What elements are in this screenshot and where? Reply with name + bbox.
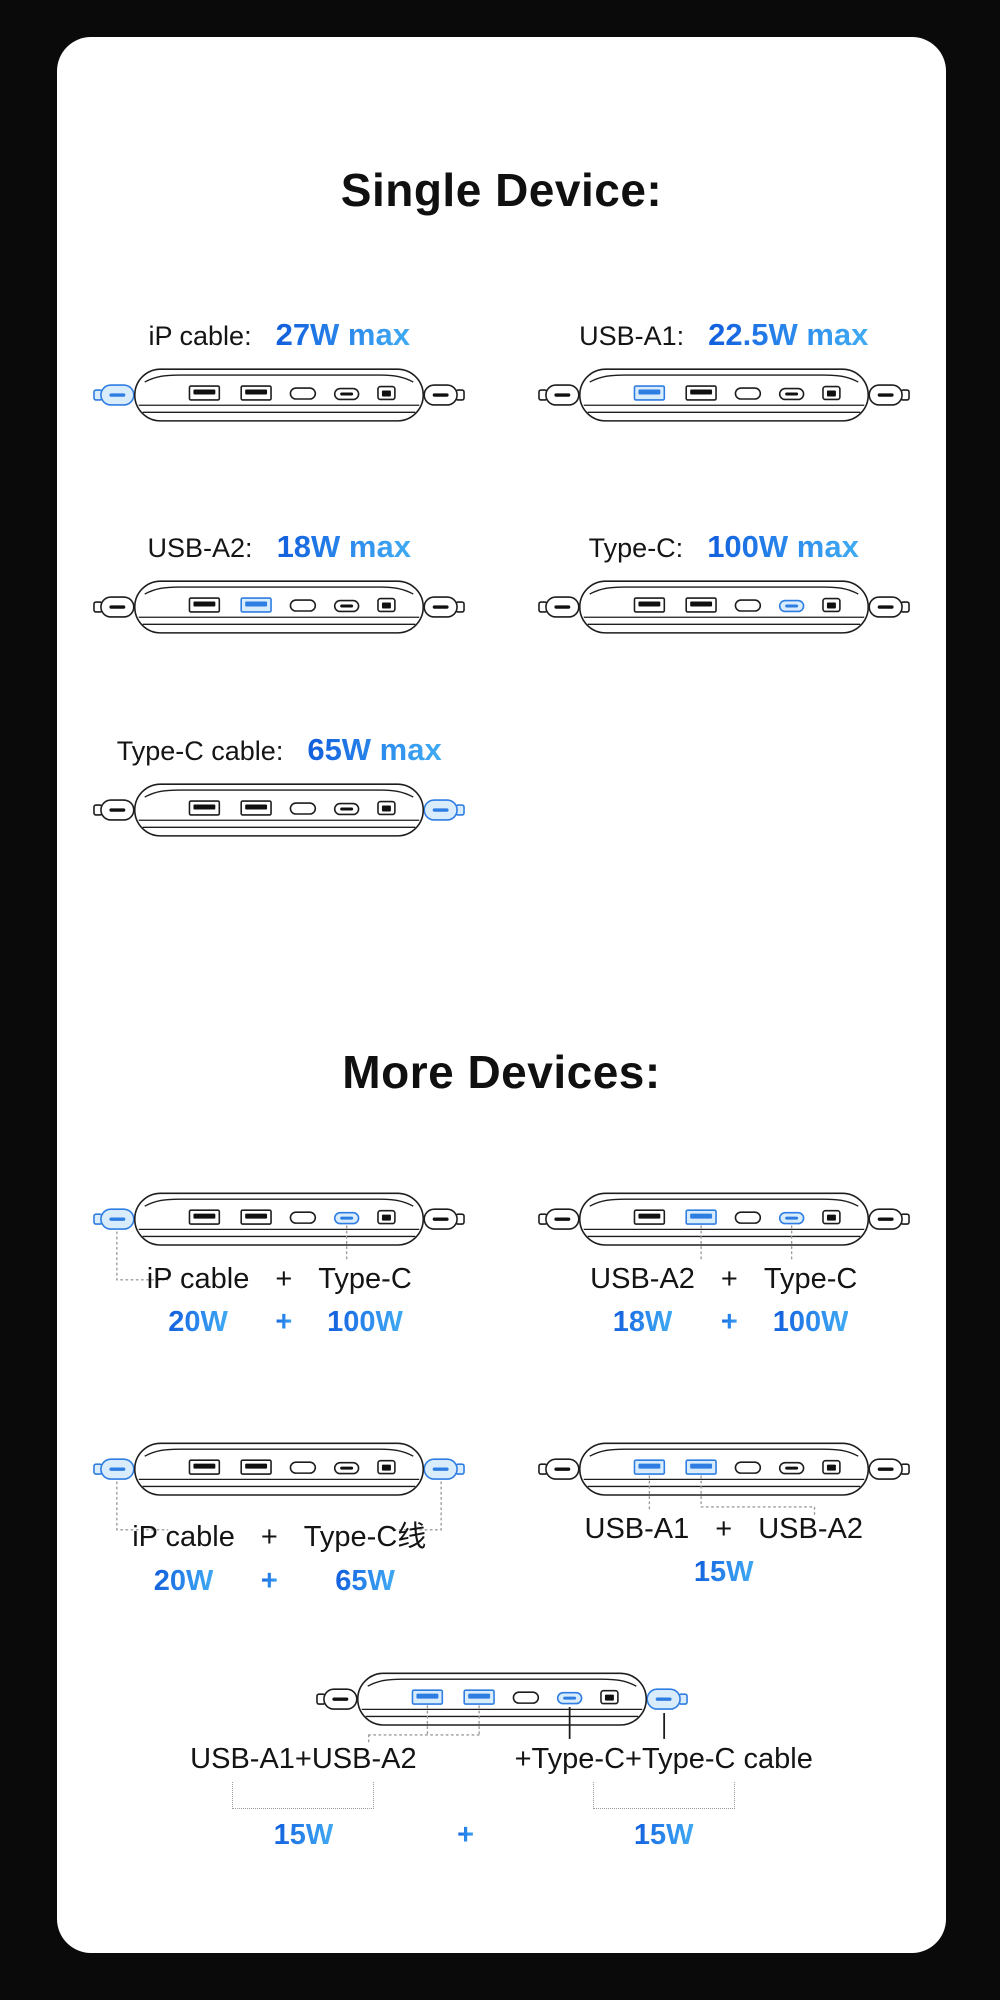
combo-labels: iP cable + Type-C 20W +100W <box>147 1263 412 1339</box>
combo-wattage-value: + <box>260 1565 278 1597</box>
single-figure: Type-C: 100W max <box>502 529 947 643</box>
powerbank-illustration <box>315 1672 688 1744</box>
port-name-label: USB-A1: <box>579 321 685 351</box>
combo-port-label: iP cable <box>146 1263 250 1295</box>
max-wattage-value: 27W max <box>275 317 410 352</box>
combo-wattage-value: 100W <box>327 1306 403 1338</box>
single-figure: Type-C cable: 65W max <box>57 732 502 846</box>
combo-port-label: USB-A2 <box>758 1513 863 1545</box>
combo-port-label: iP cable <box>132 1521 235 1553</box>
max-wattage-value: 65W max <box>307 732 442 767</box>
combo-wattage-value: 100W <box>772 1306 849 1338</box>
combo-port-label: Type-C <box>763 1263 858 1295</box>
single-figure-label: USB-A1: 22.5W max <box>579 317 868 353</box>
combo-wattage-value: 18W <box>612 1306 673 1338</box>
combo-port-label: +Type-C+Type-C cable <box>514 1743 813 1775</box>
single-figure: USB-A2: 18W max <box>57 529 502 643</box>
single-figure-label: iP cable: 27W max <box>149 317 410 353</box>
combo-figure: iP cable + Type-C线 20W +65W <box>57 1435 502 1598</box>
port-name-label: USB-A2: <box>147 533 253 563</box>
combo-wattage-value: 15W <box>633 1819 694 1851</box>
powerbank-illustration <box>537 368 910 422</box>
combo-port-label: Type-C线 <box>303 1521 427 1553</box>
combo-port-label: USB-A1 <box>584 1513 690 1545</box>
callout-bracket <box>232 1782 375 1809</box>
combo-labels: iP cable + Type-C线 20W +65W <box>132 1513 426 1598</box>
single-device-title: Single Device: <box>340 164 663 216</box>
combo-wattage-value: + <box>275 1306 293 1338</box>
single-row-1: iP cable: 27W max USB-A1: 22.5W max <box>57 317 946 431</box>
single-row-3: Type-C cable: 65W max <box>57 732 946 846</box>
combo-labels-wide: USB-A1+USB-A2 +Type-C+Type-C cable 15W +15W <box>190 1743 813 1852</box>
combo-figure-wide: USB-A1+USB-A2 +Type-C+Type-C cable 15W +15W <box>190 1665 813 1852</box>
combo-wattage-value: 15W <box>273 1819 334 1851</box>
info-card: Single Device: iP cable: 27W max USB-A1: 22… <box>57 37 946 1953</box>
combo-wattage-value: 65W <box>335 1565 395 1597</box>
callout-bracket <box>592 1782 735 1809</box>
powerbank-illustration <box>537 1192 910 1262</box>
powerbank-illustration <box>93 1442 466 1531</box>
powerbank-illustration <box>93 580 466 634</box>
powerbank-illustration <box>93 783 466 837</box>
combo-wattage-value: 15W <box>693 1556 754 1588</box>
single-figure-label: USB-A2: 18W max <box>148 529 411 565</box>
combo-wattage-value: 20W <box>168 1306 228 1338</box>
port-name-label: Type-C: <box>588 533 684 563</box>
single-figure-label: Type-C cable: 65W max <box>117 732 442 768</box>
single-figure-label: Type-C: 100W max <box>589 529 859 565</box>
more-row-3: USB-A1+USB-A2 +Type-C+Type-C cable 15W +15W <box>57 1665 946 1852</box>
single-figure: iP cable: 27W max <box>57 317 502 431</box>
combo-port-label: + <box>260 1521 278 1553</box>
combo-port-label: Type-C <box>318 1263 412 1295</box>
max-wattage-value: 100W max <box>707 529 859 564</box>
single-row-2: USB-A2: 18W max Type-C: 100W max <box>57 529 946 643</box>
more-devices-title: More Devices: <box>342 1046 661 1098</box>
combo-wattage-plus: + <box>457 1819 475 1851</box>
combo-labels: USB-A2 + Type-C 18W +100W <box>590 1263 857 1339</box>
combo-port-label: + <box>715 1513 733 1545</box>
single-figure: USB-A1: 22.5W max <box>502 317 947 431</box>
powerbank-illustration <box>537 580 910 634</box>
port-name-label: Type-C cable: <box>116 736 284 766</box>
powerbank-illustration <box>537 1442 910 1516</box>
powerbank-illustration <box>93 368 466 422</box>
combo-port-label: USB-A2 <box>590 1263 695 1295</box>
single-figure <box>502 732 947 846</box>
max-wattage-value: 22.5W max <box>708 317 869 352</box>
port-name-label: iP cable: <box>148 321 252 351</box>
combo-wattage-value: 20W <box>153 1565 214 1597</box>
combo-figure: iP cable + Type-C 20W +100W <box>57 1185 502 1339</box>
powerbank-illustration <box>93 1192 466 1281</box>
more-row-1: iP cable + Type-C 20W +100W USB-A2 + Type-C 18W +… <box>57 1185 946 1339</box>
combo-wattage-value: + <box>720 1306 738 1338</box>
max-wattage-value: 18W max <box>276 529 411 564</box>
combo-port-label: + <box>275 1263 293 1295</box>
combo-port-label: + <box>720 1263 738 1295</box>
combo-port-label: USB-A1+USB-A2 <box>190 1743 417 1775</box>
combo-figure: USB-A2 + Type-C 18W +100W <box>502 1185 947 1339</box>
